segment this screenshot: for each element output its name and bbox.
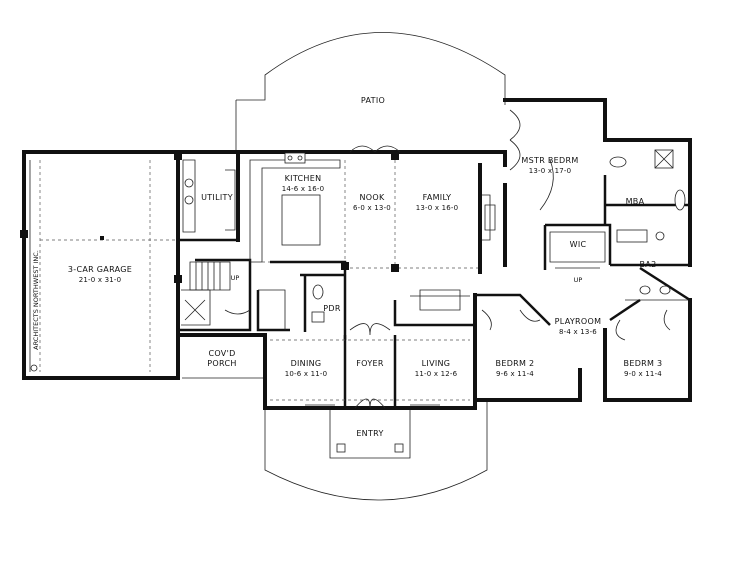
kitchen-walls (236, 150, 349, 340)
master-walls (503, 98, 692, 270)
family-size: 13-0 x 16-0 (416, 204, 459, 212)
wic-walls (549, 231, 606, 269)
living-size: 11-0 x 12-6 (415, 370, 458, 378)
entry-curve (264, 400, 488, 501)
credit-text: ARCHITECTS NORTHWEST INC. (32, 250, 40, 350)
ba2-label: BA2 (640, 260, 657, 269)
patio-outline (235, 32, 506, 152)
dining-label: DINING (291, 359, 322, 368)
kitchen-size: 14-6 x 16-0 (282, 185, 325, 193)
playroom-size: 8-4 x 13-6 (559, 328, 597, 336)
nook-family-walls (343, 145, 507, 327)
stairs-up-label: UP (231, 274, 240, 282)
kitchen-label: KITCHEN (285, 174, 322, 183)
pdr-walls (300, 273, 345, 332)
bedrm3-size: 9-0 x 11-4 (624, 370, 662, 378)
covd-porch (176, 333, 267, 410)
dining-size: 10-6 x 11-0 (285, 370, 328, 378)
master-label: MSTR BEDRM (521, 156, 578, 165)
wic-label: WIC (570, 240, 587, 249)
wic-up-label: UP (574, 276, 583, 284)
nook-size: 6-0 x 13-0 (353, 204, 391, 212)
patio-label: PATIO (361, 96, 385, 105)
foyer-label: FOYER (356, 359, 384, 368)
utility-label: UTILITY (201, 193, 233, 202)
garage-label: 3-CAR GARAGE (68, 265, 132, 274)
entry-label: ENTRY (356, 429, 383, 438)
master-size: 13-0 x 17-0 (529, 167, 572, 175)
living-label: LIVING (422, 359, 451, 368)
bedrm2-label: BEDRM 2 (496, 359, 535, 368)
ba2-walls (610, 263, 691, 302)
covd-porch-label: COV'D (208, 349, 235, 358)
utility-block (176, 150, 252, 332)
family-label: FAMILY (423, 193, 452, 202)
bedrooms-walls (473, 293, 692, 402)
front-walls (263, 323, 477, 410)
mba-label: MBA (626, 197, 645, 206)
bedrm2-size: 9-6 x 11-4 (496, 370, 534, 378)
pdr-label: PDR (323, 304, 341, 313)
playroom-label: PLAYROOM (555, 317, 602, 326)
bedrm3-label: BEDRM 3 (624, 359, 663, 368)
nook-label: NOOK (359, 193, 384, 202)
covd-porch-label-2: PORCH (207, 359, 236, 368)
garage-size: 21-0 x 31-0 (79, 276, 122, 284)
